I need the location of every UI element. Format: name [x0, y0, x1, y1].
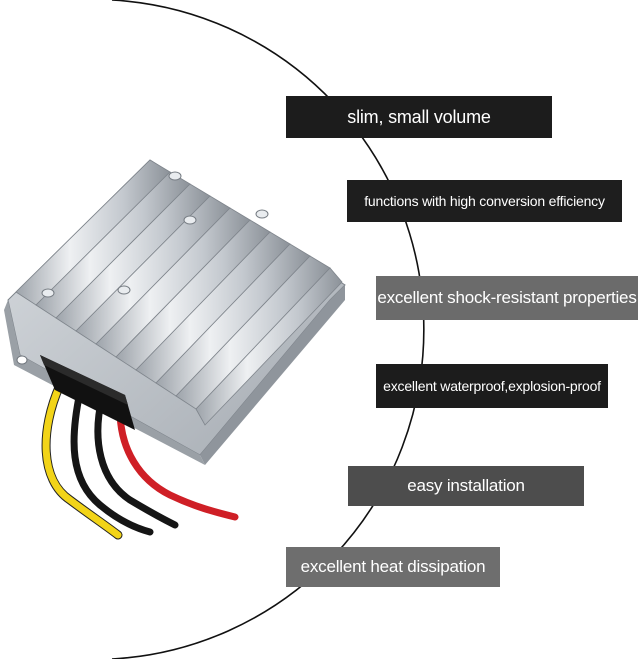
wires: [41, 380, 239, 540]
feature-bar-waterproof: excellent waterproof,explosion-proof: [376, 364, 608, 408]
feature-bar-slim: slim, small volume: [286, 96, 552, 138]
feature-label-waterproof: excellent waterproof,explosion-proof: [383, 378, 601, 394]
heatsink-fins: [15, 159, 343, 426]
circle-outline: [111, 0, 425, 659]
feature-bar-shock-resistant: excellent shock-resistant properties: [376, 276, 638, 320]
feature-label-efficiency: functions with high conversion efficienc…: [364, 193, 605, 209]
feature-label-slim: slim, small volume: [347, 106, 491, 127]
feature-label-installation: easy installation: [407, 476, 525, 495]
feature-bar-installation: easy installation: [348, 466, 584, 506]
feature-bar-efficiency: functions with high conversion efficienc…: [347, 180, 622, 222]
feature-label-shock-resistant: excellent shock-resistant properties: [377, 288, 637, 307]
feature-bar-heat-dissipation: excellent heat dissipation: [286, 547, 500, 587]
screw-heads: [41, 171, 269, 298]
feature-label-heat-dissipation: excellent heat dissipation: [300, 557, 486, 576]
cable-grommet: [40, 355, 135, 430]
